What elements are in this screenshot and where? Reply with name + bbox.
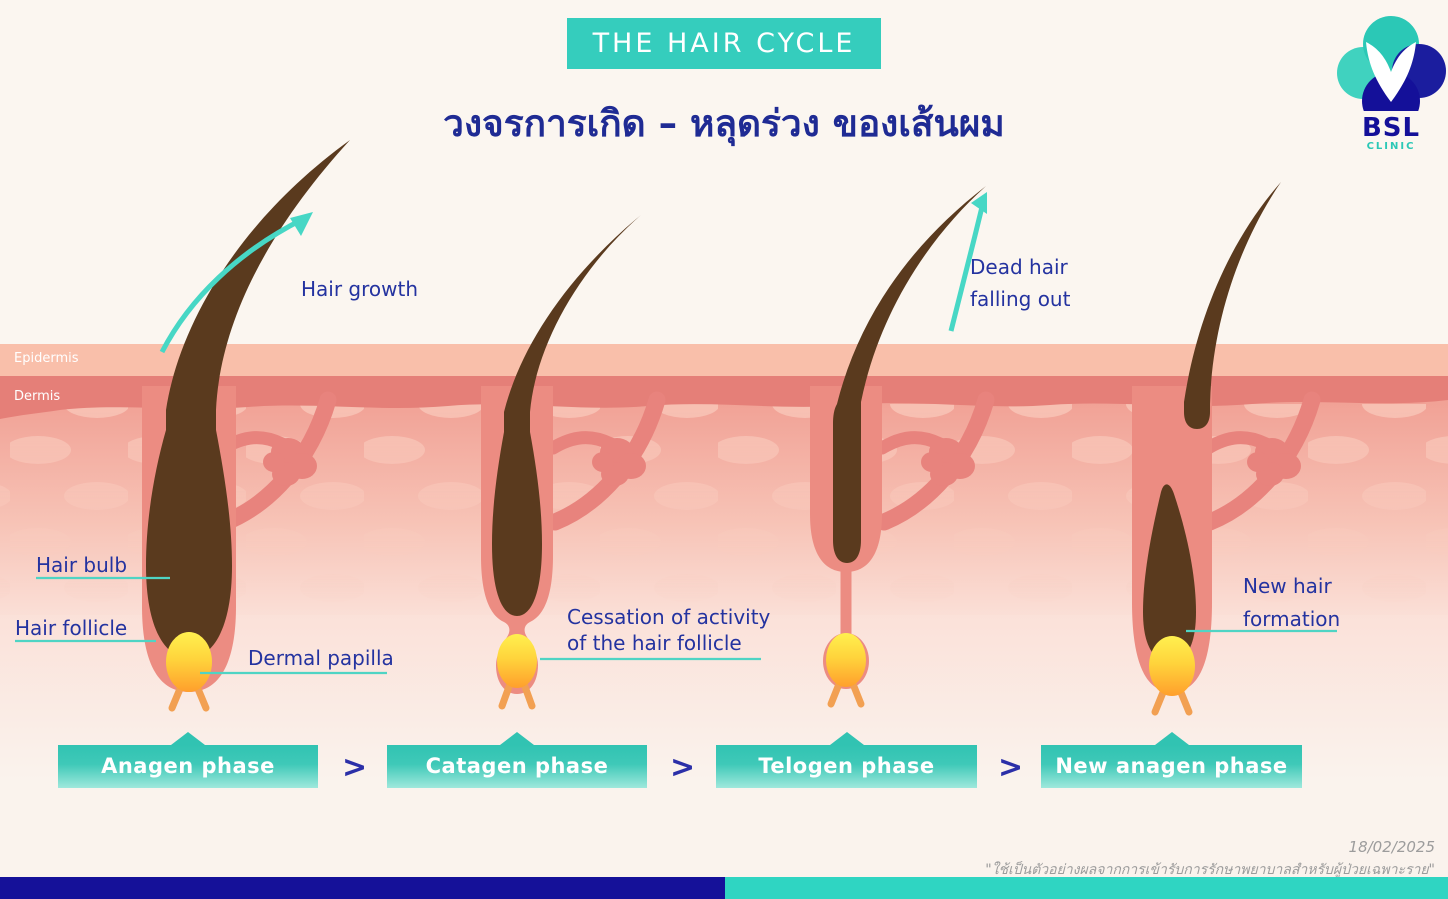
cessation-label-line1: Cessation of activity <box>567 605 771 629</box>
footer-disclaimer: "ใช้เป็นตัวอย่างผลจากการเข้ารับการรักษาพ… <box>985 862 1435 878</box>
new-hair-label-line2: formation <box>1243 607 1341 631</box>
footer: 18/02/2025 "ใช้เป็นตัวอย่างผลจากการเข้าร… <box>985 838 1435 881</box>
phase-separator-chevron-1: > <box>342 750 368 785</box>
dermal-papilla-label: Dermal papilla <box>248 646 394 670</box>
dermal-papilla-2 <box>497 634 537 688</box>
leader-lines <box>15 576 1337 675</box>
logo-text: BSL <box>1361 113 1421 143</box>
epidermis-label: Epidermis <box>14 351 79 366</box>
bottom-bar <box>0 877 1448 899</box>
bsl-clinic-logo: BSL CLINIC <box>1336 6 1446 152</box>
dermis-band <box>0 376 1448 419</box>
follicle-new-anagen <box>1132 182 1312 716</box>
phase-button-catagen: Catagen phase <box>387 732 647 788</box>
dermal-papilla-3 <box>826 633 866 687</box>
phase-button-telogen: Telogen phase <box>716 732 977 788</box>
cessation-label: Cessation of activity of the hair follic… <box>567 604 770 656</box>
cessation-label-line2: of the hair follicle <box>567 631 742 655</box>
follicle-catagen <box>481 215 657 710</box>
bottom-bar-teal <box>725 877 1448 899</box>
footer-date: 18/02/2025 <box>1348 838 1435 856</box>
dead-hair-label-line2: falling out <box>970 287 1071 311</box>
dead-hair-label-line1: Dead hair <box>970 255 1068 279</box>
dead-hair-label: Dead hair falling out <box>970 251 1070 315</box>
dermal-papilla-1 <box>166 632 212 692</box>
title-banner: THE HAIR CYCLE <box>567 18 881 69</box>
thai-title: วงจรการเกิด – หลุดร่วง ของเส้นผม <box>443 102 1005 145</box>
butterfly-logo-icon <box>1337 16 1446 130</box>
logo-subtitle: CLINIC <box>1366 141 1416 152</box>
new-hair-label-line1: New hair <box>1243 574 1332 598</box>
follicle-anagen <box>142 140 350 712</box>
hair-follicle-label: Hair follicle <box>15 616 128 640</box>
dermal-papilla-4 <box>1149 636 1195 696</box>
dermis-label: Dermis <box>14 389 61 404</box>
new-hair-label: New hair formation <box>1243 570 1340 636</box>
phase-button-new-anagen: New anagen phase <box>1041 732 1302 788</box>
hair-growth-label: Hair growth <box>301 277 419 301</box>
phase-separator-chevron-2: > <box>670 750 696 785</box>
bottom-bar-navy <box>0 877 725 899</box>
dead-hair-arrow <box>948 192 987 332</box>
follicle-telogen <box>810 186 986 708</box>
phase-button-anagen: Anagen phase <box>58 732 318 788</box>
phase-separator-chevron-3: > <box>998 750 1024 785</box>
hair-growth-arrow <box>159 212 313 354</box>
hair-bulb-label: Hair bulb <box>36 553 128 577</box>
